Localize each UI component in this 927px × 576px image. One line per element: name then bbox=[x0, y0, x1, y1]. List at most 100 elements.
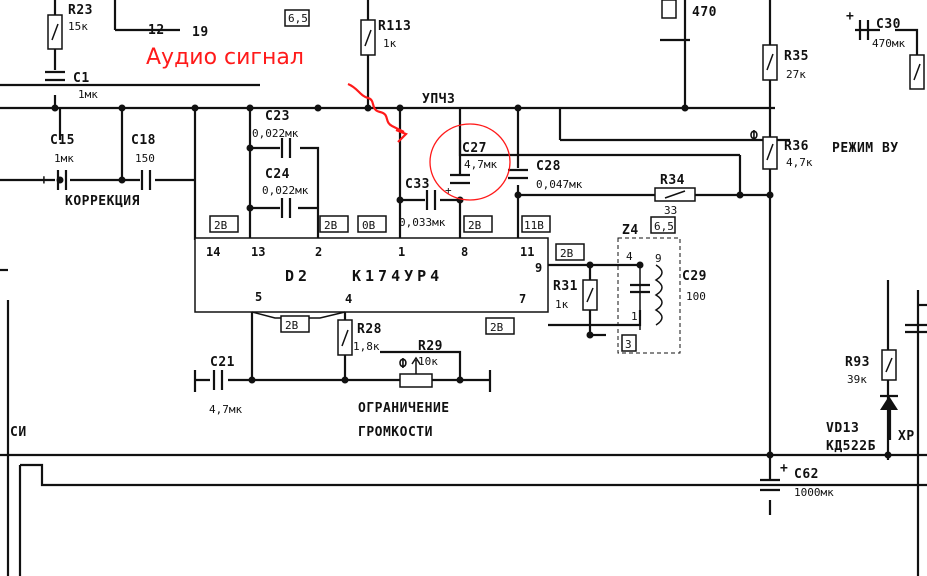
label-12: 12 bbox=[148, 23, 165, 38]
c33-value: 0,033мк bbox=[399, 216, 446, 229]
svg-text:3: 3 bbox=[625, 338, 632, 351]
r35-value: 27к bbox=[786, 68, 806, 81]
pin-7: 7 bbox=[519, 292, 526, 306]
r113-ref: R113 bbox=[378, 19, 411, 34]
c29-ref: C29 bbox=[682, 269, 707, 284]
r29-wiper bbox=[411, 356, 421, 374]
r29-value: 10к bbox=[418, 355, 438, 368]
c15-ref: C15 bbox=[50, 133, 75, 148]
pin-11: 11 bbox=[520, 245, 534, 259]
r36-value: 4,7к bbox=[786, 156, 813, 169]
highlight-circle bbox=[429, 123, 511, 201]
svg-text:2В: 2В bbox=[490, 321, 504, 334]
c15-value: 1мк bbox=[54, 152, 74, 165]
ic-d2: 14 13 2 1 8 11 9 7 5 4 D2 К174УР4 bbox=[194, 237, 549, 319]
c27-value: 4,7мк bbox=[464, 158, 497, 171]
z4-value: 6,5 bbox=[654, 220, 674, 233]
r29-ref: R29 bbox=[418, 339, 443, 354]
c30-value: 470мк bbox=[872, 37, 905, 50]
capacitors: + + + + bbox=[40, 9, 927, 492]
z4-ref: Z4 bbox=[622, 223, 639, 238]
diode-vd13 bbox=[880, 394, 898, 410]
c28-value: 0,047мк bbox=[536, 178, 583, 191]
annotation-text: Аудио сигнал bbox=[146, 45, 304, 70]
c24-ref: C24 bbox=[265, 167, 290, 182]
svg-text:0В: 0В bbox=[362, 219, 376, 232]
annotation: Аудио сигнал bbox=[146, 45, 511, 201]
svg-text:2В: 2В bbox=[560, 247, 574, 260]
r28-ref: R28 bbox=[357, 322, 382, 337]
xp-label: ХР bbox=[898, 429, 915, 444]
pin-13: 13 bbox=[251, 245, 265, 259]
c18-ref: C18 bbox=[131, 133, 156, 148]
c18-value: 150 bbox=[135, 152, 155, 165]
r34-value: 33 bbox=[664, 204, 677, 217]
svg-text:+: + bbox=[780, 461, 788, 476]
c29-value: 100 bbox=[686, 290, 706, 303]
r34-ref: R34 bbox=[660, 173, 685, 188]
c62-value: 1000мк bbox=[794, 486, 834, 499]
bus-label: УПЧЗ bbox=[422, 92, 455, 107]
svg-text:9: 9 bbox=[655, 252, 662, 265]
c33-ref: C33 bbox=[405, 177, 430, 192]
pin-9: 9 bbox=[535, 261, 542, 275]
phi-r36: Ф bbox=[750, 129, 758, 144]
c23-ref: C23 bbox=[265, 109, 290, 124]
c28-ref: C28 bbox=[536, 159, 561, 174]
svg-text:2В: 2В bbox=[214, 219, 228, 232]
voltage-boxes bbox=[209, 9, 676, 335]
si-label: СИ bbox=[10, 425, 27, 440]
pin-2: 2 bbox=[315, 245, 322, 259]
volume-limit-line1: ОГРАНИЧЕНИЕ bbox=[358, 401, 450, 416]
svg-text:6,5: 6,5 bbox=[288, 12, 308, 25]
vd13-ref: VD13 bbox=[826, 421, 859, 436]
svg-text:+: + bbox=[445, 184, 452, 197]
mode-label: РЕЖИМ ВУ bbox=[832, 141, 899, 156]
svg-text:2В: 2В bbox=[468, 219, 482, 232]
c24-value: 0,022мк bbox=[262, 184, 309, 197]
c27-ref: C27 bbox=[462, 141, 487, 156]
r93-ref: R93 bbox=[845, 355, 870, 370]
r31-value: 1к bbox=[555, 298, 569, 311]
pin-1: 1 bbox=[398, 245, 405, 259]
svg-text:2В: 2В bbox=[324, 219, 338, 232]
vd13-value: КД522Б bbox=[826, 439, 876, 454]
ic-part: К174УР4 bbox=[352, 267, 443, 285]
r23-value: 15к bbox=[68, 20, 88, 33]
phi-r29: Ф bbox=[399, 357, 407, 372]
r93-value: 39к bbox=[847, 373, 867, 386]
pin-5: 5 bbox=[255, 290, 262, 304]
r113-value: 1к bbox=[383, 37, 397, 50]
resistors bbox=[47, 0, 925, 388]
svg-text:+: + bbox=[40, 173, 48, 188]
c62-ref: C62 bbox=[794, 467, 819, 482]
svg-text:2В: 2В bbox=[285, 319, 299, 332]
r23-ref: R23 bbox=[68, 3, 93, 18]
c21-ref: C21 bbox=[210, 355, 235, 370]
r36-ref: R36 bbox=[784, 139, 809, 154]
r-top-value: 470 bbox=[692, 5, 717, 20]
z4-filter bbox=[617, 237, 681, 354]
volume-limit-line2: ГРОМКОСТИ bbox=[358, 425, 433, 440]
r35-ref: R35 bbox=[784, 49, 809, 64]
c30-ref: C30 bbox=[876, 17, 901, 32]
pin-4: 4 bbox=[345, 292, 352, 306]
svg-text:1: 1 bbox=[631, 310, 638, 323]
c1-value: 1мк bbox=[78, 88, 98, 101]
r31-ref: R31 bbox=[553, 279, 578, 294]
r28-value: 1,8к bbox=[353, 340, 380, 353]
correction-label: КОРРЕКЦИЯ bbox=[65, 194, 140, 209]
pin-8: 8 bbox=[461, 245, 468, 259]
junction-dots bbox=[51, 104, 892, 459]
c1-ref: C1 bbox=[73, 71, 90, 86]
ic-ref: D2 bbox=[285, 267, 311, 285]
label-19: 19 bbox=[192, 25, 209, 40]
pin-14: 14 bbox=[206, 245, 220, 259]
svg-text:+: + bbox=[846, 9, 854, 24]
svg-text:4: 4 bbox=[626, 250, 633, 263]
svg-text:11В: 11В bbox=[524, 219, 544, 232]
c21-value: 4,7мк bbox=[209, 403, 242, 416]
component-labels: R23 15к C1 1мк R113 1к 470 C30 470мк R35… bbox=[10, 3, 915, 499]
